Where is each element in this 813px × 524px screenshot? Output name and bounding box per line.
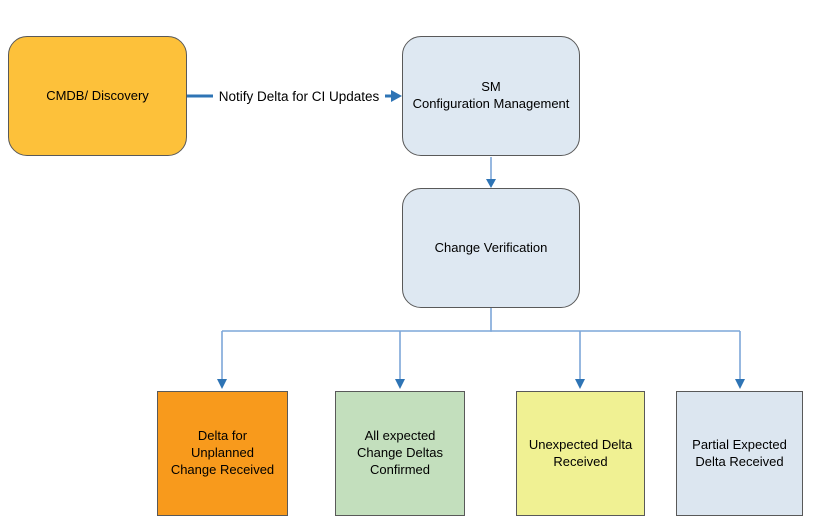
node-sm-configuration-management: SM Configuration Management [402, 36, 580, 156]
arrowhead-cmdb-to-sm [391, 90, 402, 102]
node-change-verification: Change Verification [402, 188, 580, 308]
node-unexpected-delta-received-label: Unexpected Delta Received [528, 436, 633, 469]
arrowhead-delta-unplanned [217, 379, 227, 389]
node-cmdb-discovery: CMDB/ Discovery [8, 36, 187, 156]
node-change-verification-label: Change Verification [434, 239, 548, 255]
arrowhead-unexpected-delta [575, 379, 585, 389]
arrowhead-partial-expected [735, 379, 745, 389]
arrowhead-all-expected [395, 379, 405, 389]
node-cmdb-discovery-label: CMDB/ Discovery [46, 87, 149, 103]
node-delta-unplanned-change-received-label: Delta for Unplanned Change Received [170, 428, 275, 477]
node-sm-configuration-management-label: SM Configuration Management [412, 79, 570, 111]
node-partial-expected-delta-received-label: Partial Expected Delta Received [692, 436, 787, 469]
node-all-expected-change-deltas-confirmed: All expected Change Deltas Confirmed [335, 391, 465, 516]
node-partial-expected-delta-received: Partial Expected Delta Received [676, 391, 803, 516]
node-all-expected-change-deltas-confirmed-label: All expected Change Deltas Confirmed [357, 428, 443, 477]
node-unexpected-delta-received: Unexpected Delta Received [516, 391, 645, 516]
node-delta-unplanned-change-received: Delta for Unplanned Change Received [157, 391, 288, 516]
edge-label-notify-delta: Notify Delta for CI Updates [213, 89, 385, 105]
arrowhead-sm-to-change-verification [486, 179, 496, 188]
